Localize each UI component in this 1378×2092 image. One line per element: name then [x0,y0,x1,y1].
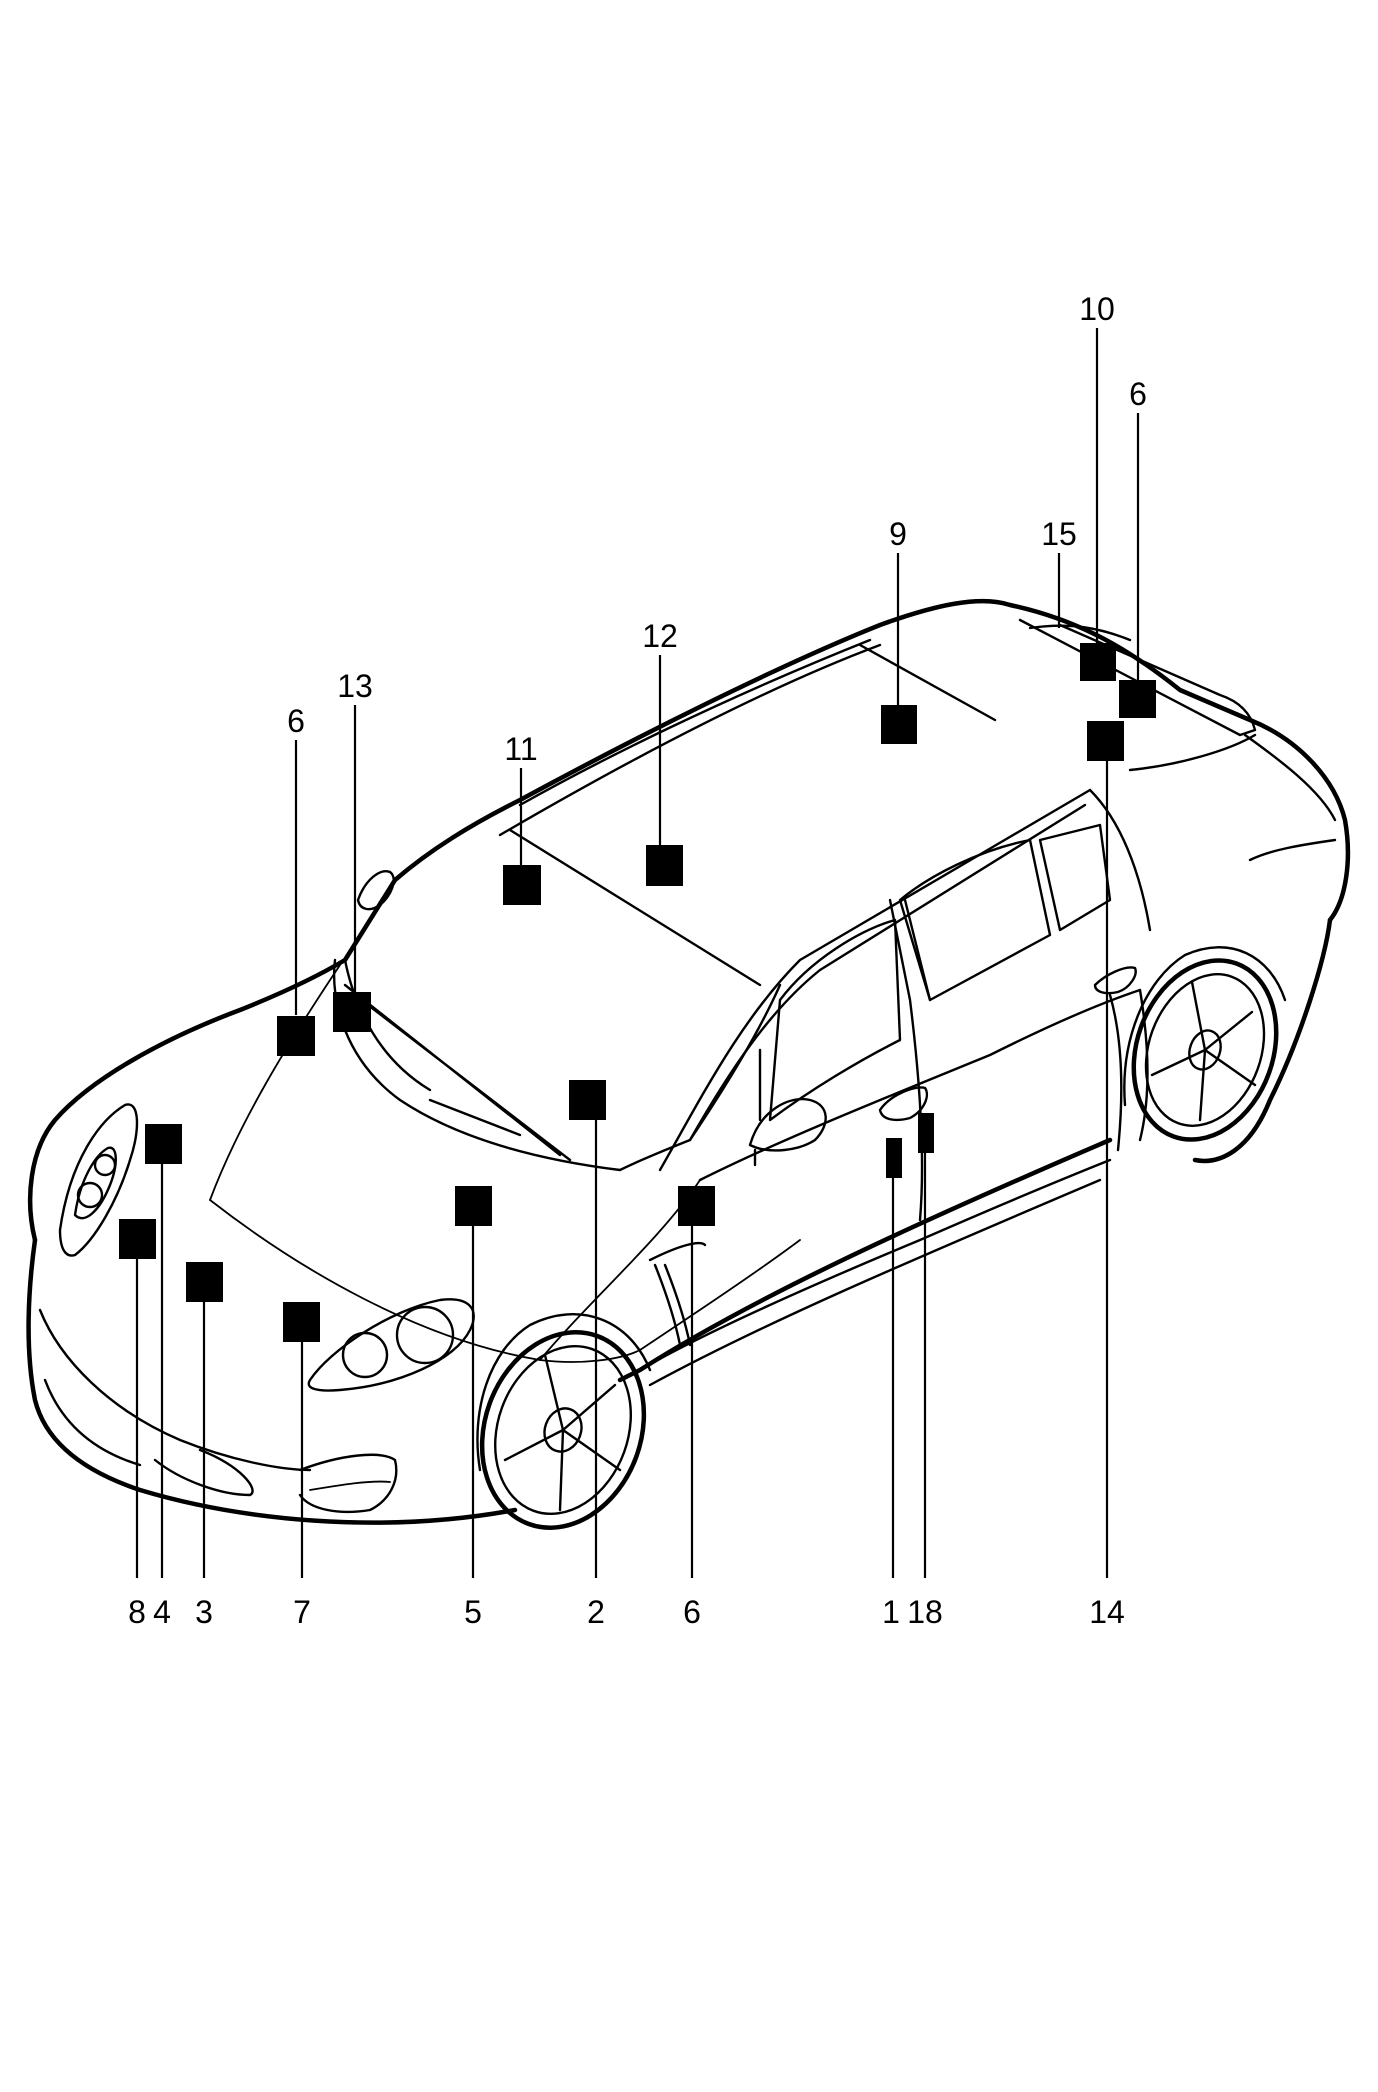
callout-label: 8 [128,1594,146,1630]
callout-6-front: 6 [277,703,315,1056]
callout-label: 6 [683,1594,701,1630]
callout-6-side: 6 [678,1186,715,1630]
callout-label: 2 [587,1594,605,1630]
callout-label: 9 [889,516,907,552]
callout-marker [455,1186,492,1226]
callout-marker [333,992,371,1032]
callout-8: 8 [119,1219,156,1630]
callout-11: 11 [503,731,541,905]
callout-7: 7 [283,1302,320,1630]
callout-1: 1 [882,1138,902,1630]
callout-marker [1119,680,1156,718]
callout-marker [283,1302,320,1342]
callout-label: 5 [464,1594,482,1630]
callout-label: 12 [642,618,678,654]
callout-label: 18 [907,1594,943,1630]
callout-marker [503,865,541,905]
callout-marker [1087,721,1124,761]
callout-marker [886,1138,902,1178]
callout-marker [277,1016,315,1056]
callout-marker [145,1124,182,1164]
callout-13: 13 [333,668,373,1032]
callout-label: 1 [882,1594,900,1630]
callout-label: 14 [1089,1594,1125,1630]
callout-5: 5 [455,1186,492,1630]
callout-label: 7 [293,1594,311,1630]
callout-marker [646,845,683,886]
callout-marker [881,705,917,744]
callout-15: 15 [1041,516,1077,628]
callout-label: 11 [504,731,537,767]
callout-label: 6 [1129,376,1147,412]
callout-label: 13 [337,668,373,704]
callout-2: 2 [569,1080,606,1630]
callout-marker [918,1113,934,1153]
callout-label: 15 [1041,516,1077,552]
callout-marker [678,1186,715,1226]
callout-14: 14 [1087,721,1125,1630]
callout-marker [1080,643,1116,681]
callout-12: 12 [642,618,683,886]
callout-4: 4 [145,1124,182,1630]
callout-marker [119,1219,156,1259]
callout-label: 10 [1079,291,1115,327]
callout-3: 3 [186,1262,223,1630]
callout-9: 9 [881,516,917,744]
callout-10: 10 [1079,291,1116,681]
callout-label: 4 [153,1594,171,1630]
car-outline-icon [26,598,1351,1530]
callout-18: 18 [907,1113,943,1630]
callout-6-rear: 6 [1119,376,1156,718]
callout-label: 6 [287,703,305,739]
callout-label: 3 [195,1594,213,1630]
callout-marker [186,1262,223,1302]
callout-marker [569,1080,606,1120]
